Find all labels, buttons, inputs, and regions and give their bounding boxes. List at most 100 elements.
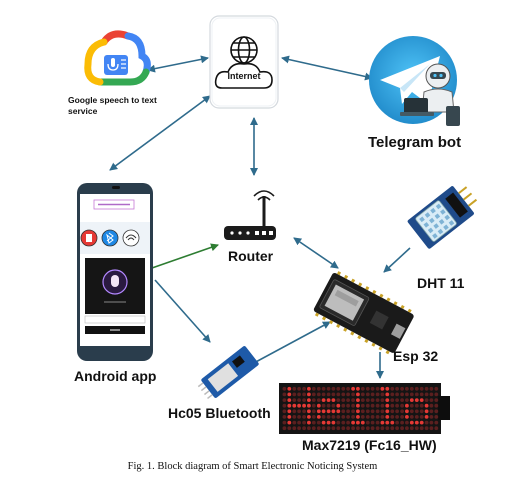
dht11-label: DHT 11 [417, 275, 465, 291]
led-dot-off [311, 426, 316, 431]
led-dot-off [380, 426, 385, 431]
internet-node [209, 15, 279, 109]
led-dot-off [282, 426, 287, 431]
led-dot-off [395, 392, 399, 397]
led-dot-on [292, 403, 297, 408]
led-dot-off [429, 426, 434, 431]
led-dot-off [287, 426, 292, 431]
led-dot-on [302, 403, 306, 408]
led-dot-on [287, 392, 292, 397]
led-dot-off [380, 415, 385, 419]
led-dot-on [336, 403, 341, 408]
led-dot-on [316, 415, 321, 419]
led-dot-off [297, 386, 301, 391]
led-dot-off [292, 386, 297, 391]
led-dot-on [351, 386, 355, 391]
led-dot-off [351, 398, 355, 402]
led-dot-on [316, 403, 321, 408]
led-dot-off [409, 403, 414, 408]
led-dot-off [360, 415, 365, 419]
led-dot-off [424, 398, 429, 402]
led-dot-on [405, 409, 409, 414]
led-dot-on [351, 420, 355, 425]
led-dot-on [287, 386, 292, 391]
led-dot-off [365, 415, 370, 419]
led-dot-on [419, 398, 424, 402]
led-dot-on [356, 420, 360, 425]
led-dot-off [424, 392, 429, 397]
led-dot-on [307, 392, 311, 397]
led-dot-off [336, 415, 341, 419]
led-dot-off [400, 403, 404, 408]
led-dot-off [321, 403, 326, 408]
led-dot-off [321, 392, 326, 397]
led-dot-on [385, 415, 390, 419]
led-dot-off [316, 386, 321, 391]
led-dot-off [434, 426, 439, 431]
led-dot-off [302, 392, 306, 397]
led-dot-off [341, 392, 346, 397]
led-dot-off [365, 409, 370, 414]
led-dot-on [424, 409, 429, 414]
led-dot-on [326, 420, 331, 425]
led-dot-off [341, 403, 346, 408]
android-app-label: Android app [74, 368, 157, 384]
led-dot-off [331, 386, 336, 391]
led-dot-on [326, 409, 331, 414]
arrow-internet-google [147, 55, 209, 73]
led-dot-off [409, 426, 414, 431]
led-dot-off [400, 420, 404, 425]
led-dot-off [390, 409, 395, 414]
led-dot-off [434, 386, 439, 391]
led-dot-off [419, 415, 424, 419]
led-dot-off [351, 409, 355, 414]
arrow-internet-telegram [281, 55, 373, 81]
led-dot-off [380, 403, 385, 408]
led-dot-on [356, 398, 360, 402]
led-dot-off [390, 392, 395, 397]
arrow-internet-android [109, 95, 211, 171]
led-dot-on [336, 409, 341, 414]
led-dot-off [297, 409, 301, 414]
led-dot-off [409, 409, 414, 414]
android-phone [77, 183, 153, 361]
led-dot-off [351, 403, 355, 408]
led-dot-off [395, 386, 399, 391]
led-dot-on [307, 398, 311, 402]
led-dot-off [409, 386, 414, 391]
led-dot-off [336, 420, 341, 425]
led-dot-off [282, 415, 287, 419]
led-dot-off [282, 420, 287, 425]
led-dot-off [311, 386, 316, 391]
led-dot-off [395, 409, 399, 414]
led-dot-off [424, 386, 429, 391]
led-dot-off [336, 386, 341, 391]
led-dot-on [385, 420, 390, 425]
led-dot-off [311, 420, 316, 425]
led-dot-off [360, 409, 365, 414]
led-dot-off [326, 403, 331, 408]
led-dot-off [370, 392, 375, 397]
max7219-led-matrix [279, 383, 450, 434]
led-dot-off [405, 426, 409, 431]
led-dot-off [341, 426, 346, 431]
arrow-android-hc05 [154, 279, 211, 343]
led-dot-off [356, 426, 360, 431]
led-dot-off [360, 398, 365, 402]
led-dot-off [400, 398, 404, 402]
led-dot-off [400, 415, 404, 419]
led-dot-off [429, 392, 434, 397]
led-dot-off [429, 386, 434, 391]
connectors [109, 55, 411, 379]
led-dot-off [434, 420, 439, 425]
router-icon [224, 190, 276, 240]
led-dot-off [311, 398, 316, 402]
led-dot-on [321, 398, 326, 402]
led-dot-on [424, 415, 429, 419]
arrow-dht-esp [383, 247, 411, 273]
led-dot-on [307, 386, 311, 391]
led-dot-off [434, 392, 439, 397]
max7219-label: Max7219 (Fc16_HW) [302, 437, 437, 453]
led-dot-off [370, 386, 375, 391]
led-dot-off [297, 420, 301, 425]
